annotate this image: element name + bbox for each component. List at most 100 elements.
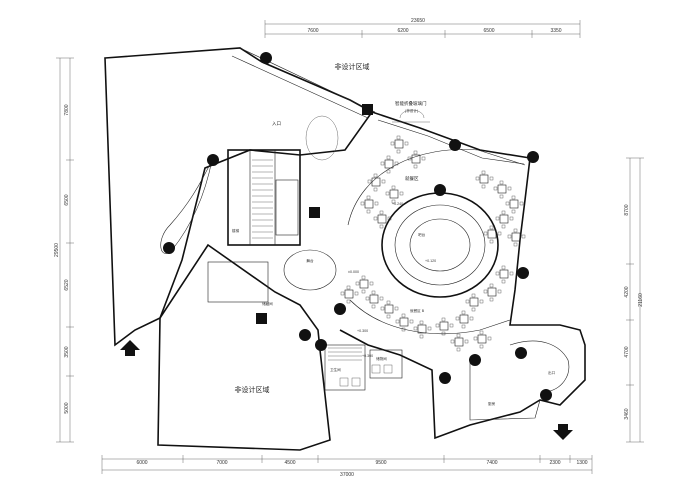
gate-label: 智能折叠玻璃门 xyxy=(395,100,427,107)
stage-label: 舞台 xyxy=(306,258,314,263)
chair xyxy=(413,150,418,155)
chair xyxy=(461,310,466,315)
chair xyxy=(373,187,378,192)
level-stage: ±0.000 xyxy=(348,270,359,274)
chair xyxy=(386,314,391,319)
dining-table xyxy=(371,177,381,187)
square-column xyxy=(256,313,267,324)
round-column xyxy=(315,339,327,351)
chair xyxy=(501,224,506,229)
chair xyxy=(487,336,492,341)
chair xyxy=(511,195,516,200)
chair xyxy=(361,275,366,280)
chair xyxy=(475,176,480,181)
chair xyxy=(399,191,404,196)
left-total-dim: 29500 xyxy=(54,243,60,257)
round-column xyxy=(540,389,552,401)
dining-table xyxy=(469,297,479,307)
right-seg-4: 3460 xyxy=(624,408,630,419)
chair xyxy=(395,319,400,324)
right-seg-2: 4200 xyxy=(624,286,630,297)
bottom-seg-4: 9500 xyxy=(375,460,386,466)
dining-table xyxy=(399,317,409,327)
chair xyxy=(379,224,384,229)
chair xyxy=(365,296,370,301)
dining-table xyxy=(384,304,394,314)
square-column xyxy=(309,207,320,218)
chair xyxy=(371,290,376,295)
chair xyxy=(489,176,494,181)
chair xyxy=(386,155,391,160)
chair xyxy=(409,319,414,324)
stairs-label: 楼梯 xyxy=(232,228,240,233)
chair xyxy=(387,216,392,221)
chair xyxy=(481,184,486,189)
chair xyxy=(346,285,351,290)
chair xyxy=(507,234,512,239)
chair xyxy=(507,186,512,191)
chair xyxy=(386,169,391,174)
dining-table xyxy=(344,289,354,299)
chair xyxy=(471,307,476,312)
round-column xyxy=(527,151,539,163)
chair xyxy=(340,291,345,296)
chair xyxy=(471,293,476,298)
left-seg-4: 3500 xyxy=(64,346,70,357)
round-column xyxy=(299,329,311,341)
non-design-top-label: 非设计区域 xyxy=(335,62,370,71)
chair xyxy=(441,331,446,336)
chair xyxy=(355,281,360,286)
bottom-seg-5: 7400 xyxy=(486,460,497,466)
chair xyxy=(386,300,391,305)
chair xyxy=(366,195,371,200)
chair xyxy=(479,299,484,304)
chair xyxy=(509,216,514,221)
chair xyxy=(509,271,514,276)
dining-table xyxy=(411,154,421,164)
sculpture-feature xyxy=(160,159,213,254)
bottom-seg-6: 2300 xyxy=(549,460,560,466)
chair xyxy=(489,225,494,230)
dining-table xyxy=(487,229,497,239)
dining-table xyxy=(497,184,507,194)
chair xyxy=(390,141,395,146)
round-column xyxy=(449,139,461,151)
chair xyxy=(499,180,504,185)
dining-tables xyxy=(340,135,526,352)
chair xyxy=(379,296,384,301)
chair xyxy=(380,161,385,166)
dining-table xyxy=(511,232,521,242)
chair xyxy=(495,216,500,221)
chair xyxy=(483,231,488,236)
level-lower-2: +0.300 xyxy=(362,354,373,358)
chair xyxy=(361,289,366,294)
chair xyxy=(501,279,506,284)
dining-table xyxy=(499,214,509,224)
right-dimension-line: 8700 4200 4700 3460 21160 xyxy=(624,157,644,443)
entrance-area: 入口 智能折叠玻璃门 (非设计) xyxy=(272,100,430,161)
kitchen: 厨房 xyxy=(469,360,541,421)
chair xyxy=(371,304,376,309)
dining-table xyxy=(459,314,469,324)
top-seg-2: 6200 xyxy=(397,28,408,34)
chair xyxy=(473,336,478,341)
chair xyxy=(391,185,396,190)
chair xyxy=(380,306,385,311)
chair xyxy=(413,164,418,169)
dining-area-label: 就餐区 xyxy=(405,175,419,182)
bottom-total-dim: 37000 xyxy=(340,472,354,478)
dining-table xyxy=(369,294,379,304)
level-upper: +0.240 xyxy=(392,202,403,206)
bottom-dimension-line: 6000 7000 4500 9500 7400 2300 1300 37000 xyxy=(101,455,593,478)
round-column xyxy=(469,354,481,366)
kitchen-label: 厨房 xyxy=(488,401,496,406)
chair xyxy=(456,347,461,352)
dining-table xyxy=(417,324,427,334)
storage2-label: 储物间 xyxy=(376,356,387,361)
chair xyxy=(421,156,426,161)
central-bar: 吧台 +0.120 xyxy=(381,192,499,298)
chair xyxy=(479,344,484,349)
chair xyxy=(495,271,500,276)
chair xyxy=(469,316,474,321)
